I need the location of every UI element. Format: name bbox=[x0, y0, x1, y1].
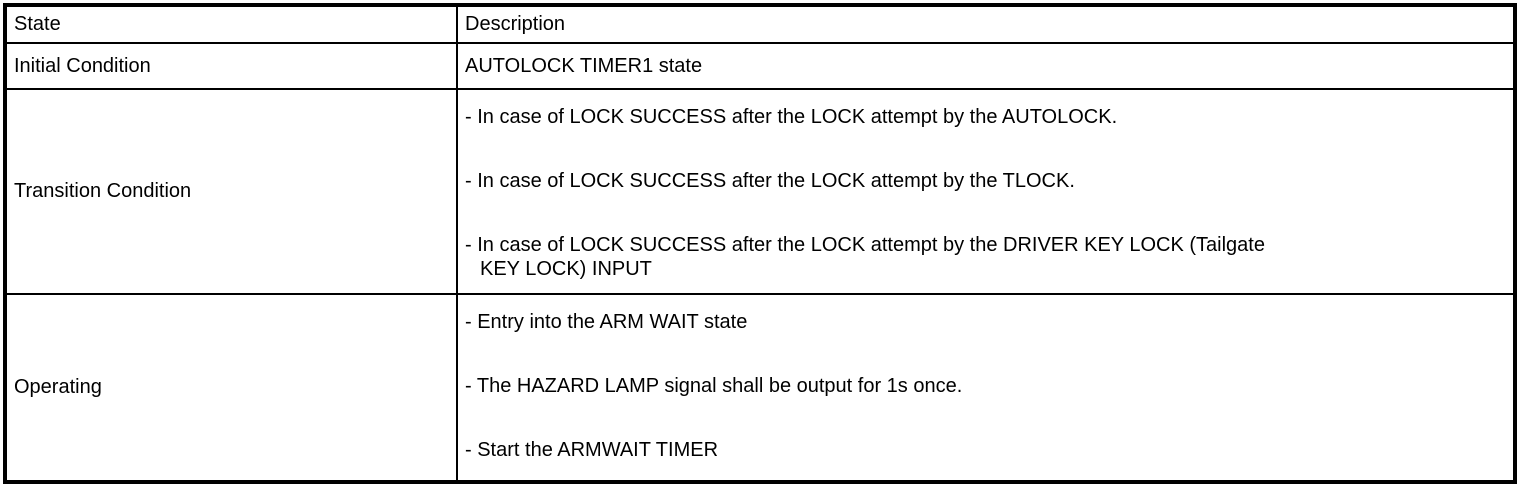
state-label-transition-condition: Transition Condition bbox=[4, 88, 458, 295]
description-bullet: - In case of LOCK SUCCESS after the LOCK… bbox=[465, 234, 1265, 280]
description-bullet: - Start the ARMWAIT TIMER bbox=[465, 439, 719, 461]
description-cell-operating: - Entry into the ARM WAIT state - The HA… bbox=[456, 293, 1516, 483]
table-row-initial-condition: Initial Condition AUTOLOCK TIMER1 state bbox=[4, 42, 1516, 90]
table-row-operating: Operating - Entry into the ARM WAIT stat… bbox=[4, 293, 1516, 483]
description-cell-transition-condition: - In case of LOCK SUCCESS after the LOCK… bbox=[456, 88, 1516, 295]
state-description-table: State Description Initial Condition AUTO… bbox=[3, 3, 1517, 484]
description-bullet: - In case of LOCK SUCCESS after the LOCK… bbox=[465, 170, 1075, 192]
state-label-initial-condition: Initial Condition bbox=[4, 42, 458, 90]
description-bullet: - In case of LOCK SUCCESS after the LOCK… bbox=[465, 106, 1118, 128]
state-label-operating: Operating bbox=[4, 293, 458, 483]
description-text: AUTOLOCK TIMER1 state bbox=[465, 55, 703, 77]
table-header-row: State Description bbox=[4, 4, 1516, 44]
description-cell-initial-condition: AUTOLOCK TIMER1 state bbox=[456, 42, 1516, 90]
column-header-state: State bbox=[4, 4, 458, 44]
description-bullet: - Entry into the ARM WAIT state bbox=[465, 311, 748, 333]
table-row-transition-condition: Transition Condition - In case of LOCK S… bbox=[4, 88, 1516, 295]
description-bullet: - The HAZARD LAMP signal shall be output… bbox=[465, 375, 963, 397]
column-header-description: Description bbox=[456, 4, 1516, 44]
